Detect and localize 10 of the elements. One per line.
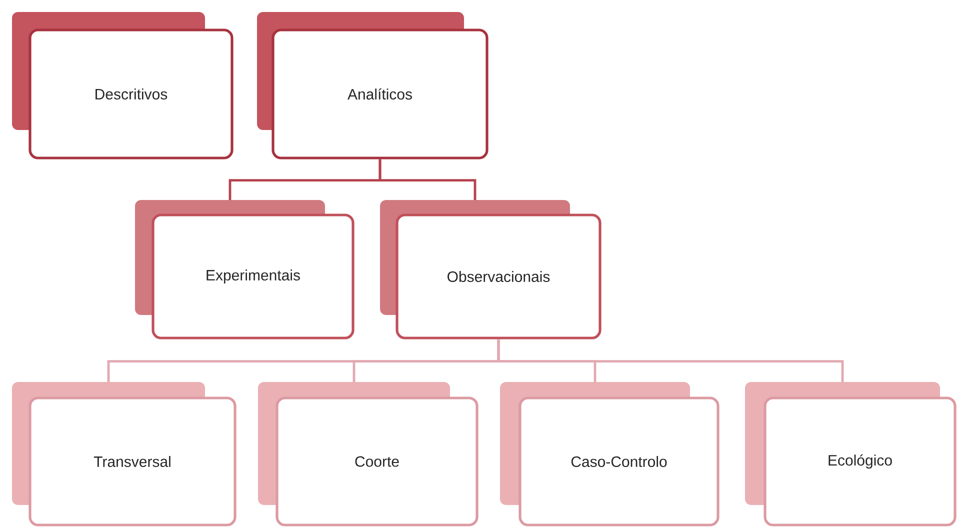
process-box: Observacionais: [380, 200, 602, 340]
process-box: Experimentais: [135, 200, 354, 340]
process-box: Ecológico: [745, 382, 956, 526]
process-box: Caso-Controlo: [500, 382, 720, 526]
connector-line: [378, 159, 476, 200]
process-box: Analíticos: [257, 12, 488, 160]
process-box: Descritivos: [12, 12, 234, 160]
connector-line: [497, 339, 844, 382]
process-box: Transversal: [12, 382, 236, 526]
process-box: Coorte: [258, 382, 478, 526]
